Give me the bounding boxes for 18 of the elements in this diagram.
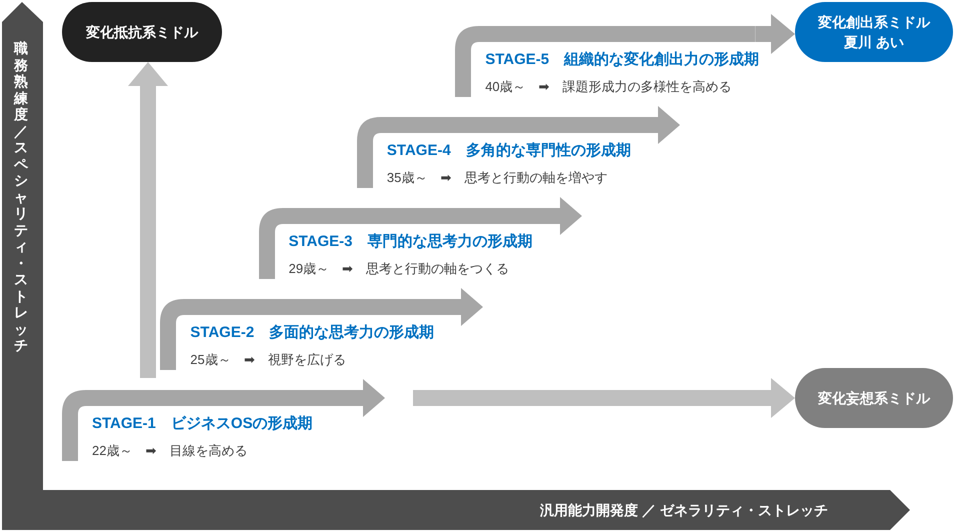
stage-heading: STAGE-1 ビジネスOSの形成期 — [92, 414, 313, 434]
pill-title: 変化妄想系ミドル — [818, 389, 930, 408]
stage-description: 35歳～ ➡ 思考と行動の軸を増やす — [386, 169, 608, 187]
stage-heading: STAGE-5 組織的な変化創出力の形成期 — [485, 50, 760, 70]
stage-heading: STAGE-4 多角的な専門性の形成期 — [386, 141, 631, 161]
arrow — [755, 14, 795, 54]
stage-description: 40歳～ ➡ 課題形成力の多様性を高める — [485, 78, 732, 96]
stage-heading: STAGE-2 多面的な思考力の形成期 — [190, 323, 434, 343]
stage-heading: STAGE-3 専門的な思考力の形成期 — [288, 232, 532, 252]
pill-title: 変化抵抗系ミドル — [86, 23, 198, 42]
stage-description: 25歳～ ➡ 視野を広げる — [190, 351, 346, 369]
axis-label: 職務熟練度／スペシャリティ・ストレッチ — [13, 40, 29, 354]
arrow — [128, 62, 168, 378]
pill-title: 変化創出系ミドル — [818, 13, 930, 32]
person-name: 夏川 あい — [844, 33, 904, 52]
stage-description: 29歳～ ➡ 思考と行動の軸をつくる — [288, 260, 510, 278]
stage-description: 22歳～ ➡ 目線を高める — [92, 442, 248, 460]
axis-label: 汎用能力開発度 ／ ゼネラリティ・ストレッチ — [540, 501, 828, 520]
